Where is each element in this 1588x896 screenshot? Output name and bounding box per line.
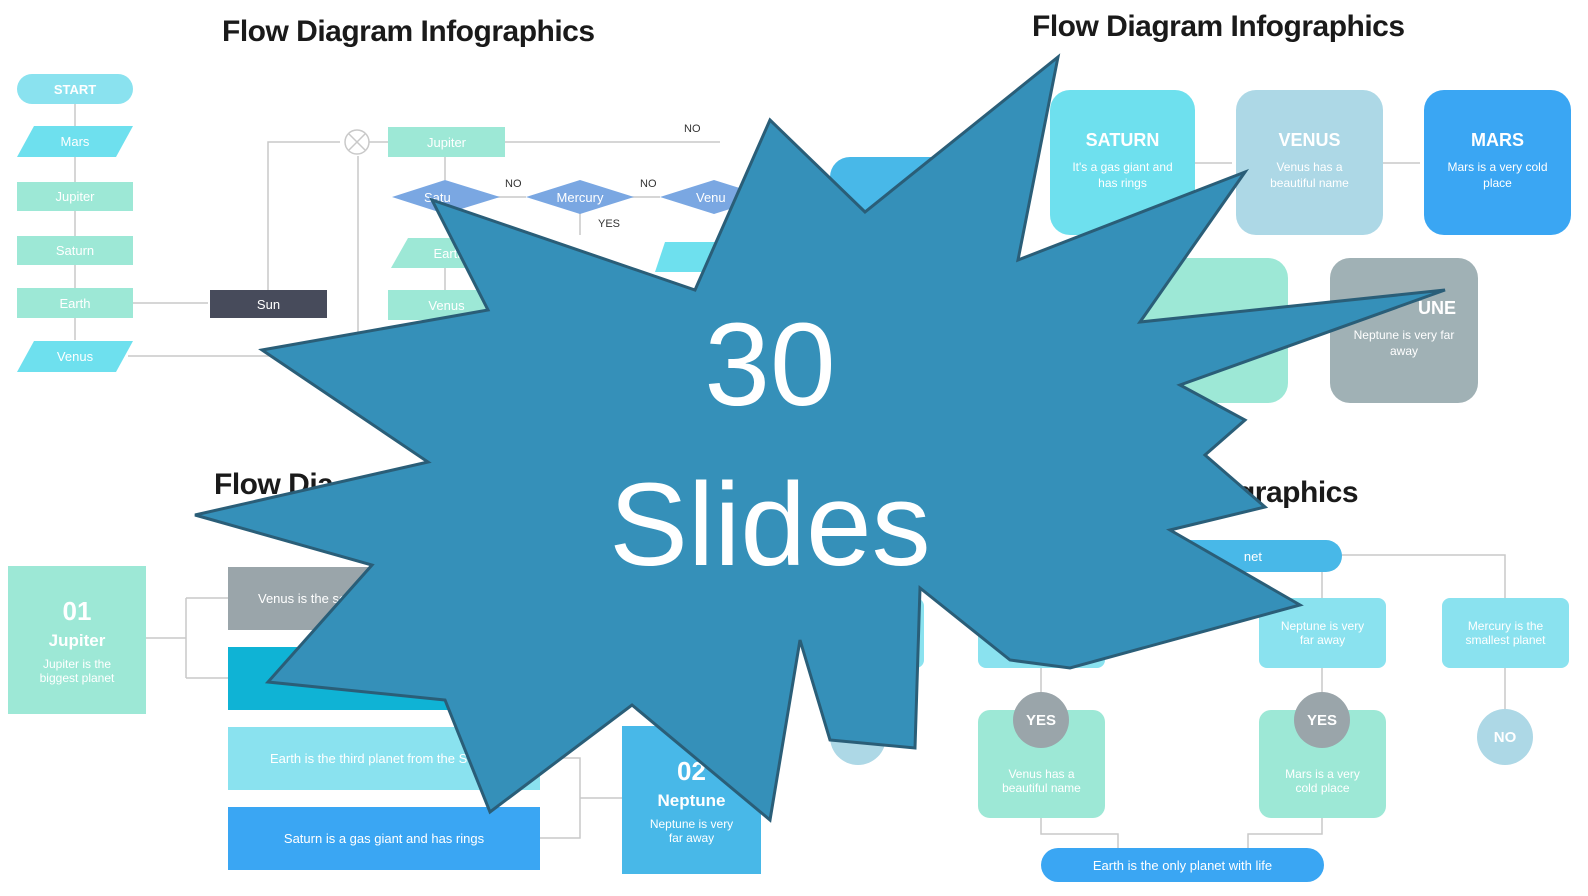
junction-circle (344, 129, 370, 155)
jupiter-node-2: Jupiter (388, 127, 505, 157)
jupiter-card-number: 01 (62, 595, 92, 626)
saturn-diamond (392, 180, 500, 214)
earth-node: Earth (17, 288, 133, 318)
neptune-card-title: UNE (1417, 298, 1456, 318)
jupiter-node: Jupiter (17, 182, 133, 211)
neptune-card-text: Neptune is very far away (1353, 328, 1455, 358)
yes-label-1: YES (598, 218, 621, 230)
saturn-node: Saturn (17, 236, 133, 265)
no-circle-2: NO (1477, 709, 1533, 765)
jupiter-card: 01 Jupiter Jupiter is the biggest planet (8, 566, 146, 714)
start-node: START (17, 74, 133, 104)
row-saturn: Saturn is a gas giant and has rings (228, 807, 540, 870)
box-venus: Venus has a beautiful name (978, 710, 1105, 818)
mercury-diamond-label: Mercury (556, 189, 604, 205)
mercury-diamond (526, 180, 634, 214)
saturn-diamond-label: Satu (424, 189, 451, 205)
title-top-right: Flow Diagram Infographics (1032, 10, 1405, 43)
saturn-card-text: It's a gas giant and has rings (1072, 160, 1173, 190)
title-top-left: Flow Diagram Infographics (222, 15, 595, 48)
box-mercury: Mercury is the smallest planet (1442, 598, 1569, 668)
no-label-1: NO (684, 123, 701, 135)
neptune-card-desc: Neptune is very far away (649, 816, 734, 845)
bottom-pill: Earth is the only planet with life (1041, 848, 1324, 882)
venus-label: Venus (56, 349, 94, 364)
sun-node: Sun (210, 290, 327, 318)
jupiter-card-name: Jupiter (48, 630, 106, 650)
neptune-card-2: 02 Neptune Neptune is very far away (622, 726, 761, 874)
neptune-card-name: Neptune (657, 790, 726, 810)
jupiter-card-desc: Jupiter is the biggest planet (39, 656, 115, 685)
venus-card-text: Venus has a beautiful name (1270, 160, 1349, 190)
neptune-card: UNE Neptune is very far away (1330, 258, 1478, 403)
badge-word: Slides (609, 459, 931, 591)
venus-diamond-label: Venu (696, 189, 726, 205)
mars-label: Mars (60, 134, 90, 149)
badge-number: 30 (704, 299, 836, 431)
venus-card-title: VENUS (1278, 130, 1341, 150)
saturn-diamond-2 (655, 242, 720, 272)
badge-text: 30 Slides (560, 285, 980, 605)
no-label-3: NO (640, 178, 657, 190)
venus-card: VENUS Venus has a beautiful name (1236, 90, 1383, 235)
venus-parallelogram (17, 341, 133, 372)
saturn-card-title: SATURN (1085, 130, 1160, 150)
mars-parallelogram (17, 126, 133, 157)
starburst-shape (194, 53, 1446, 823)
yes-circle-2: YES (1294, 692, 1350, 748)
yes-circle-1: YES (1013, 692, 1069, 748)
no-label-2: NO (505, 178, 522, 190)
mars-card-text: Mars is a very cold place (1447, 160, 1548, 190)
mars-card: MARS Mars is a very cold place (1424, 90, 1571, 235)
mars-card-title: MARS (1471, 130, 1524, 150)
